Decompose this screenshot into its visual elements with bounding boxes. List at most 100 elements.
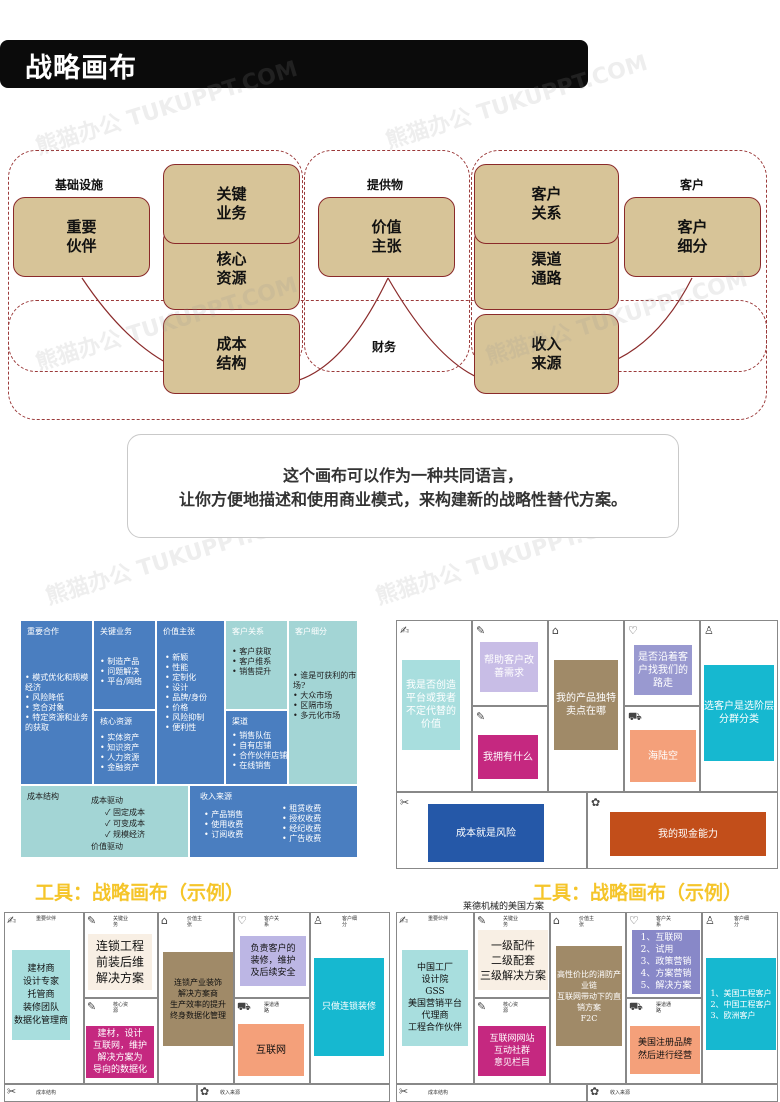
title-bar bbox=[0, 40, 588, 88]
list-item: 产品销售 bbox=[204, 810, 243, 820]
panel-d-value-note: 高性价比的消防产业链 互联网带动下的直销方案 F2C bbox=[556, 946, 622, 1046]
box-activities: 关键 业务 bbox=[163, 164, 300, 244]
panel-a-segments: 客户细分 谁是可获利的市场? 大众市场 区隔市场 多元化市场 bbox=[288, 620, 358, 785]
customer-group bbox=[471, 150, 767, 372]
cell-label: 关键业务 bbox=[113, 916, 129, 928]
panel-a-revenue: 收入来源 产品销售 使用收费 订阅收费 租赁收费 授权收费 经纪收费 广告收费 bbox=[189, 785, 358, 858]
list-item: 平台/网络 bbox=[100, 677, 142, 687]
list-item: 广告收费 bbox=[282, 834, 321, 844]
panel-a-resources-head: 核心资源 bbox=[100, 717, 132, 726]
list-item: 竞合对象 bbox=[25, 703, 93, 713]
panel-a-channels: 渠道 销售队伍 自有店铺 合作伙伴店铺 在线销售 bbox=[225, 710, 288, 785]
handshake-icon: ✍ bbox=[399, 914, 409, 927]
panel-a-resources: 核心资源 实体资产 知识资产 人力资源 金融资产 bbox=[93, 710, 156, 785]
worker-icon: ✎ bbox=[476, 624, 486, 637]
panel-b-activities-note: 帮助客户改善需求 bbox=[480, 642, 538, 692]
tool-title-left: 工具：战略画布（示例） bbox=[35, 882, 245, 904]
panel-a-activities: 关键业务 制造产品 问题解决 平台/网络 bbox=[93, 620, 156, 710]
cell-label: 价值主张 bbox=[187, 916, 203, 928]
cell-label: 成本结构 bbox=[36, 1090, 57, 1096]
tool-title-right: 工具：战略画布（示例） bbox=[533, 882, 743, 904]
panel-a-cost-head: 成本结构 bbox=[27, 792, 59, 801]
cell-label: 渠道通路 bbox=[264, 1002, 280, 1014]
panel-b-channels-note: 海陆空 bbox=[630, 730, 696, 782]
gift-icon: ⌂ bbox=[553, 914, 560, 927]
check-item: ✓ 可变成本 bbox=[105, 819, 146, 828]
box-cost: 成本 结构 bbox=[163, 314, 300, 394]
worker-icon: ✎ bbox=[477, 914, 487, 927]
cost-driver-label: 成本驱动 bbox=[91, 796, 123, 805]
panel-c-value-note: 连锁产业装饰 解决方案商 生产效率的提升 终身数据化管理 bbox=[163, 952, 233, 1046]
list-item: 订阅收费 bbox=[204, 830, 243, 840]
cell-label: 成本结构 bbox=[428, 1090, 449, 1096]
list-item: 合作伙伴店铺 bbox=[232, 751, 288, 761]
panel-a-value-head: 价值主张 bbox=[163, 627, 195, 636]
tag-icon: ✂ bbox=[7, 1085, 17, 1098]
tag-icon: ✂ bbox=[400, 796, 410, 809]
list-item: 问题解决 bbox=[100, 667, 142, 677]
cell-label: 收入来源 bbox=[220, 1090, 241, 1096]
list-item: 在线销售 bbox=[232, 761, 288, 771]
list-item: 租赁收费 bbox=[282, 804, 321, 814]
list-item: 风险抑制 bbox=[165, 713, 207, 723]
list-item: 人力资源 bbox=[100, 753, 139, 763]
panel-c-partners-note: 建材商 设计专家 托管商 装修团队 数据化管理商 bbox=[12, 950, 70, 1040]
panel-a-revenue-head: 收入来源 bbox=[200, 792, 232, 801]
list-item: 客户维系 bbox=[232, 657, 271, 667]
panel-d-partners-note: 中国工厂 设计院 GSS 美国营销平台 代理商 工程合作伙伴 bbox=[402, 950, 468, 1046]
list-item: 金融资产 bbox=[100, 763, 139, 773]
person-icon: ♙ bbox=[705, 914, 715, 927]
panel-a-value: 价值主张 新颖 性能 定制化 设计 品牌/身份 价格 风险抑制 便利性 bbox=[156, 620, 225, 785]
worker-icon: ✎ bbox=[87, 914, 97, 927]
page-title: 战略画布 bbox=[25, 53, 137, 84]
panel-b-resources-note: 我拥有什么 bbox=[478, 735, 538, 779]
panel-b-partners-note: 我是否创造平台或我者不定代替的价值 bbox=[402, 660, 460, 750]
gift-icon: ⌂ bbox=[161, 914, 168, 927]
heart-icon: ♡ bbox=[629, 914, 639, 927]
list-item: 性能 bbox=[165, 663, 207, 673]
panel-d-relations-note: 1、互联网 2、试用 3、政策营销 4、方案营销 5、解决方案 bbox=[632, 930, 700, 994]
infra-group bbox=[8, 150, 303, 372]
customer-label: 客户 bbox=[680, 178, 705, 192]
cell-label: 价值主张 bbox=[579, 916, 595, 928]
person-icon: ♙ bbox=[704, 624, 714, 637]
list-item: 谁是可获利的市场? bbox=[293, 671, 357, 691]
panel-b-relations-note: 是否沿着客户找我们的路走 bbox=[634, 645, 692, 695]
cell-label: 收入来源 bbox=[610, 1090, 631, 1096]
panel-d-resources-note: 互联网网站 互动社群 意见栏目 bbox=[478, 1026, 546, 1076]
list-item: 知识资产 bbox=[100, 743, 139, 753]
list-item: 授权收费 bbox=[282, 814, 321, 824]
cell-label: 关键业务 bbox=[503, 916, 519, 928]
panel-a-partners-head: 重要合作 bbox=[27, 627, 59, 636]
list-item: 风险降低 bbox=[25, 693, 93, 703]
list-item: 自有店铺 bbox=[232, 741, 288, 751]
box-segments: 客户 细分 bbox=[624, 197, 761, 277]
heart-icon: ♡ bbox=[628, 624, 638, 637]
panel-c-resources-note: 建材，设计 互联网，维护 解决方案为 导向的数据化 bbox=[86, 1026, 154, 1078]
offer-group bbox=[304, 150, 470, 372]
list-item: 使用收费 bbox=[204, 820, 243, 830]
gift-icon: ⌂ bbox=[552, 624, 559, 637]
money-bag-icon: ✿ bbox=[590, 1085, 600, 1098]
list-item: 设计 bbox=[165, 683, 207, 693]
example-subtitle: 莱德机械的美国方案 bbox=[463, 902, 545, 912]
finance-group bbox=[8, 300, 767, 420]
panel-c-segments-note: 只做连锁装修 bbox=[314, 958, 384, 1056]
caption-box bbox=[127, 434, 679, 538]
panel-a-channels-head: 渠道 bbox=[232, 717, 248, 726]
tag-icon: ✂ bbox=[399, 1085, 409, 1098]
finance-label: 财务 bbox=[372, 340, 397, 354]
panel-a-partners: 重要合作 模式优化和规模经济 风险降低 竞合对象 特定资源和业务的获取 bbox=[20, 620, 93, 785]
list-item: 经纪收费 bbox=[282, 824, 321, 834]
panel-b-value-note: 我的产品独特卖点在哪 bbox=[554, 660, 618, 750]
list-item: 模式优化和规模经济 bbox=[25, 673, 93, 693]
person-icon: ♙ bbox=[313, 914, 323, 927]
panel-a-relations-head: 客户关系 bbox=[232, 627, 264, 636]
caption-line-2: 让你方便地描述和使用商业模式，来构建新的战略性替代方案。 bbox=[178, 490, 627, 509]
heart-icon: ♡ bbox=[237, 914, 247, 927]
worker-icon: ✎ bbox=[476, 710, 486, 723]
list-item: 制造产品 bbox=[100, 657, 142, 667]
list-item: 品牌/身份 bbox=[165, 693, 207, 703]
box-revenue: 收入 来源 bbox=[474, 314, 619, 394]
panel-a-segments-head: 客户细分 bbox=[295, 627, 327, 636]
